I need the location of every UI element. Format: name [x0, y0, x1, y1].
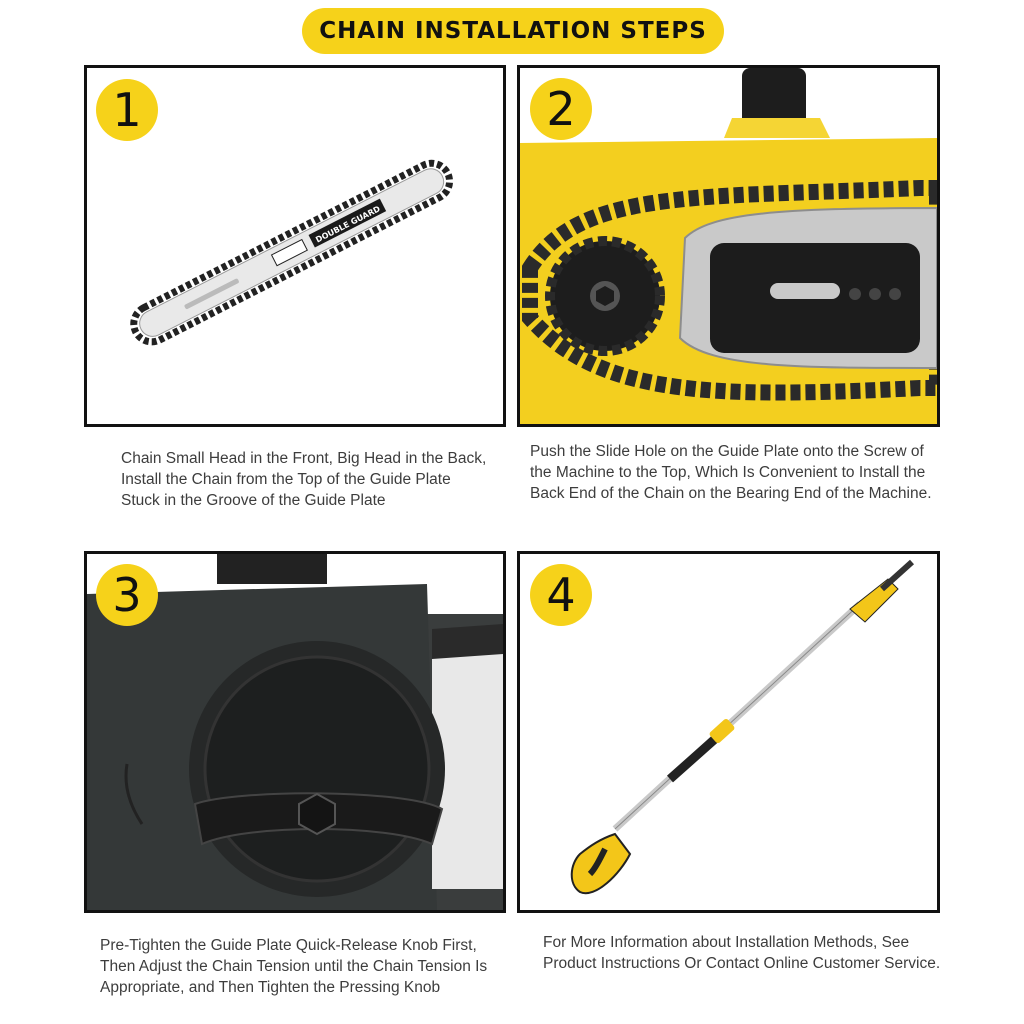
step-1-number: 1 — [112, 83, 142, 137]
step-2-badge: 2 — [530, 78, 592, 140]
guide-bar-with-chain-image: DOUBLE GUARD — [130, 159, 454, 346]
step-3-number: 3 — [112, 568, 142, 622]
step-1-caption: Chain Small Head in the Front, Big Head … — [121, 450, 487, 509]
chainsaw-body-sprocket-image — [520, 68, 937, 424]
step-2-caption: Push the Slide Hole on the Guide Plate o… — [530, 443, 932, 502]
pole-saw-assembled-image — [570, 559, 915, 895]
step-3-badge: 3 — [96, 564, 158, 626]
step-4-number: 4 — [546, 568, 576, 622]
step-4-caption: For More Information about Installation … — [543, 934, 941, 972]
step-4-panel: 4 — [517, 551, 940, 913]
step-3-panel: 3 — [84, 551, 506, 913]
step-2-panel: 2 — [517, 65, 940, 427]
tension-knob-closeup-image — [87, 554, 503, 910]
step-3-caption: Pre-Tighten the Guide Plate Quick-Releas… — [100, 937, 488, 996]
step-4-badge: 4 — [530, 564, 592, 626]
step-1-badge: 1 — [96, 79, 158, 141]
step-2-number: 2 — [546, 82, 576, 136]
page-title: CHAIN INSTALLATION STEPS — [319, 18, 707, 44]
page-title-banner: CHAIN INSTALLATION STEPS — [302, 8, 724, 54]
step-1-panel: 1 DOUBLE GUARD — [84, 65, 506, 427]
